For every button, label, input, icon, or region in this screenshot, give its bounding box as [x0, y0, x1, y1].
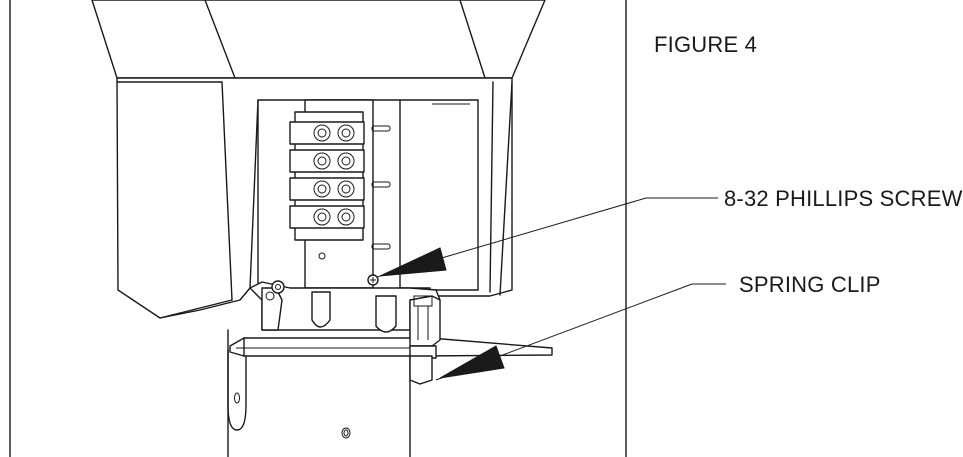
screw-arrowhead — [379, 247, 447, 277]
clip-leader — [435, 283, 726, 381]
fixture-hood — [91, 0, 546, 79]
figure-title: FIGURE 4 — [654, 32, 758, 57]
phillips-screw-label: 8-32 PHILLIPS SCREW — [724, 186, 963, 211]
drawing-frame — [9, 0, 627, 457]
phillips-screw — [367, 274, 379, 286]
clip-arrowhead — [439, 345, 505, 379]
spring-clip-label: SPRING CLIP — [739, 272, 881, 297]
technical-drawing — [9, 0, 726, 457]
terminal-row — [289, 121, 365, 145]
screw-leader — [376, 197, 718, 278]
terminal-block — [289, 99, 391, 289]
terminal-row — [289, 177, 365, 201]
terminal-row — [289, 205, 365, 229]
mounting-flange — [229, 280, 553, 385]
terminal-row — [289, 149, 365, 173]
